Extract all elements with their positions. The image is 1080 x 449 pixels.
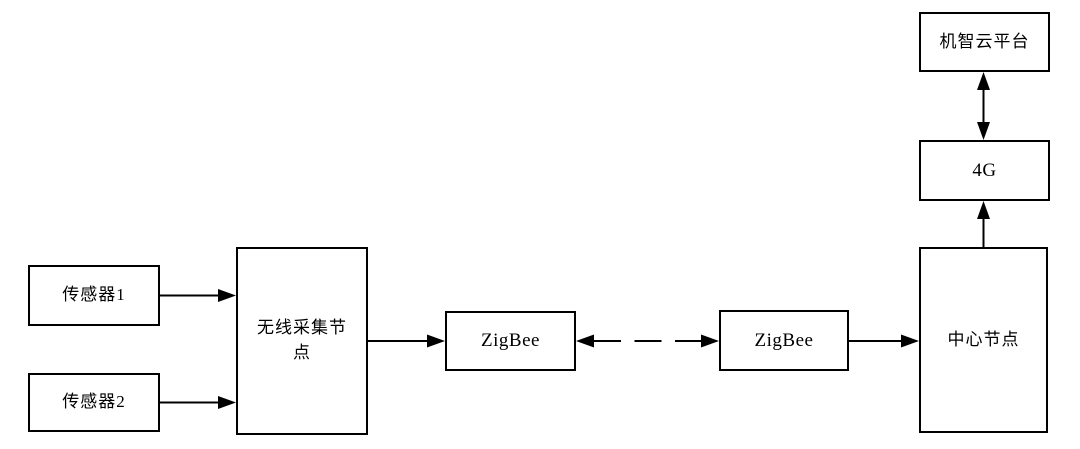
edge-sensor1-to-collector [160, 289, 236, 302]
node-zigbee-2-label: ZigBee [754, 329, 814, 351]
node-4g: 4G [919, 140, 1050, 201]
node-sensor-1-label: 传感器1 [62, 285, 126, 305]
edge-collector-to-zigbee1 [368, 334, 445, 348]
arrowhead-up-icon [977, 201, 990, 219]
arrowhead-left-icon [576, 334, 594, 348]
edge-4g-to-cloud-bidirectional [977, 72, 990, 140]
arrowhead-right-icon [427, 334, 445, 348]
edge-zigbee1-to-zigbee2-dashed [576, 334, 719, 348]
arrowhead-down-icon [977, 122, 990, 140]
node-4g-label: 4G [972, 159, 997, 181]
arrowhead-right-icon [218, 396, 236, 409]
edge-zigbee2-to-central [849, 334, 919, 348]
node-cloud-platform-label: 机智云平台 [939, 31, 1030, 51]
edge-sensor2-to-collector [160, 396, 236, 409]
node-zigbee-2: ZigBee [719, 310, 849, 371]
node-zigbee-1-label: ZigBee [481, 330, 540, 352]
node-cloud-platform: 机智云平台 [919, 12, 1050, 72]
node-sensor-2: 传感器2 [28, 373, 160, 432]
node-sensor-2-label: 传感器2 [62, 392, 126, 412]
arrowhead-right-icon [901, 334, 919, 348]
node-sensor-1: 传感器1 [28, 265, 160, 326]
node-central-label: 中心节点 [947, 329, 1020, 349]
node-wireless-collection: 无线采集节点 [236, 247, 368, 435]
arrowhead-right-icon [701, 334, 719, 348]
arrowhead-up-icon [977, 72, 990, 90]
edge-central-to-4g [977, 201, 990, 247]
node-central: 中心节点 [919, 247, 1048, 433]
node-zigbee-1: ZigBee [445, 311, 576, 371]
arrowhead-right-icon [218, 289, 236, 302]
node-wireless-collection-label: 无线采集节点 [257, 318, 347, 362]
